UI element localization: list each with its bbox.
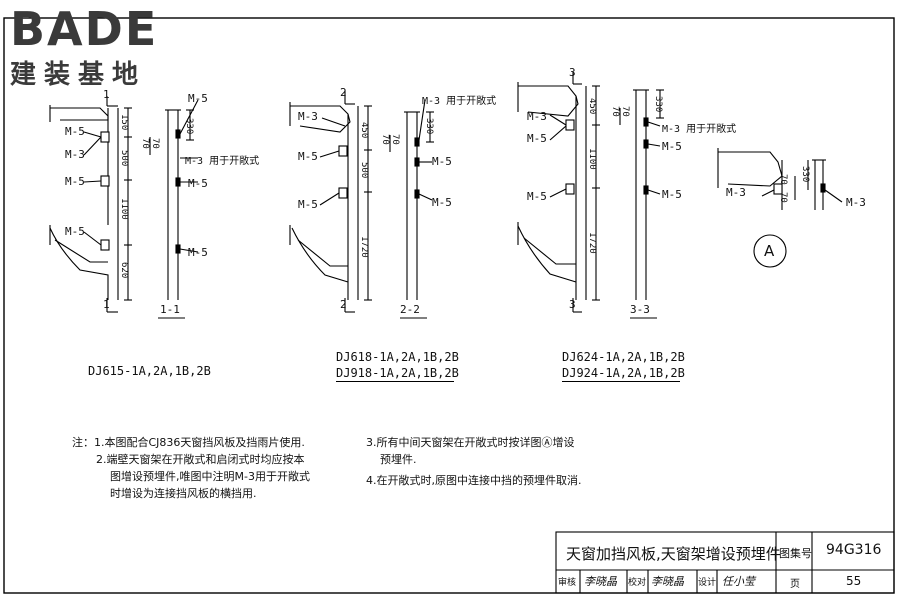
dim-value: 70 <box>778 174 788 185</box>
section-1-mark-bottom: 1 <box>103 298 110 311</box>
label-m5: M-5 <box>298 150 318 163</box>
atlas-number: 94G316 <box>826 542 882 558</box>
sheet-border <box>3 17 895 594</box>
dim-value: 330 <box>800 166 810 183</box>
note-3-line-2: 预埋件. <box>380 453 417 466</box>
label-m5: M-5 <box>188 92 208 105</box>
section-3-caption: 3-3 <box>630 303 650 316</box>
label-m5: M-5 <box>298 198 318 211</box>
dim-value: 70 <box>390 134 400 145</box>
brand-logo: BADE <box>10 2 159 56</box>
label-m3: M-3 <box>726 186 746 199</box>
label-m5: M-5 <box>65 175 85 188</box>
label-m5: M-5 <box>662 188 682 201</box>
dim-value: 450 <box>359 122 369 139</box>
section-3-mark-bottom: 3 <box>569 298 576 311</box>
note-2-line-1: 2.端壁天窗架在开敞式和启闭式时均应按本 <box>96 453 305 466</box>
section-2-mark-bottom: 2 <box>340 298 347 311</box>
dim-value: 70 <box>620 106 630 117</box>
dim-value: 330 <box>653 96 663 113</box>
review-label: 审核 <box>558 578 577 588</box>
design-signature: 任小莹 <box>722 575 755 588</box>
dim-value: 150 <box>119 114 129 131</box>
dim-value: 500 <box>119 150 129 167</box>
dim-value: 1720 <box>587 232 597 254</box>
label-m3: M-3 <box>298 110 318 123</box>
label-m3: M-3 <box>527 110 547 123</box>
label-m5: M-5 <box>527 190 547 203</box>
detail-a <box>717 148 843 268</box>
note-3-line-1: 3.所有中间天窗架在开敞式时按详图Ⓐ增设 <box>366 436 575 449</box>
label-m5: M-5 <box>432 155 452 168</box>
label-m5: M-5 <box>662 140 682 153</box>
label-m3: M-3 <box>846 196 866 209</box>
model-underline <box>336 381 454 382</box>
dim-value: 500 <box>359 162 369 179</box>
dim-value: 1100 <box>587 148 597 170</box>
dim-value: 70 <box>778 192 788 203</box>
label-m3-open: M-3 用于开敞式 <box>662 124 737 135</box>
section-1-model: DJ615-1A,2A,1B,2B <box>88 364 211 378</box>
note-1: 注：1.本图配合CJ836天窗挡风板及挡雨片使用. <box>72 436 305 449</box>
dim-value: 620 <box>119 262 129 279</box>
dim-value: 70 <box>380 134 390 145</box>
section-2-2 <box>289 91 434 319</box>
section-2-model: DJ918-1A,2A,1B,2B <box>336 366 459 380</box>
note-4: 4.在开敞式时,原图中连接中挡的预埋件取消. <box>366 474 582 487</box>
label-m5: M-5 <box>65 125 85 138</box>
atlas-label: 图集号 <box>779 547 812 560</box>
note-2-line-2: 图增设预埋件,唯图中注明M-3用于开敞式 <box>110 470 310 483</box>
dim-value: 450 <box>587 98 597 115</box>
section-2-mark-top: 2 <box>340 86 347 99</box>
label-m3-open: M-3 用于开敞式 <box>185 156 260 167</box>
note-2-line-3: 时增设为连接挡风板的横挡用. <box>110 487 257 500</box>
brand-logo-subtitle: 建装基地 <box>10 60 147 90</box>
dim-value: 70 <box>610 106 620 117</box>
section-3-model: DJ924-1A,2A,1B,2B <box>562 366 685 380</box>
detail-a-callout <box>753 234 787 268</box>
section-2-caption: 2-2 <box>400 303 420 316</box>
dim-value: 330 <box>424 118 434 135</box>
label-m3: M-3 <box>65 148 85 161</box>
section-2-model: DJ618-1A,2A,1B,2B <box>336 350 459 364</box>
detail-a-label: A <box>764 242 775 260</box>
label-m5: M-5 <box>188 177 208 190</box>
dim-value: 330 <box>184 118 194 135</box>
label-m5: M-5 <box>188 246 208 259</box>
dim-value: 70 <box>140 138 150 149</box>
section-3-3 <box>517 72 664 319</box>
label-m5: M-5 <box>432 196 452 209</box>
section-1-mark-top: 1 <box>103 88 110 101</box>
check-label: 校对 <box>628 578 647 588</box>
section-1-1 <box>49 96 199 319</box>
label-m3-open: M-3 用于开敞式 <box>422 96 497 107</box>
dim-value: 1720 <box>359 236 369 258</box>
section-1-caption: 1-1 <box>160 303 180 316</box>
title-block-frame <box>555 531 895 594</box>
label-m5: M-5 <box>65 225 85 238</box>
page-number: 55 <box>846 574 862 588</box>
label-m5: M-5 <box>527 132 547 145</box>
check-signature: 李晓晶 <box>651 575 684 588</box>
section-3-mark-top: 3 <box>569 66 576 79</box>
drawing-title: 天窗加挡风板,天窗架增设预埋件 <box>566 545 781 563</box>
dim-value: 70 <box>150 138 160 149</box>
page-label: 页 <box>790 579 800 590</box>
design-label: 设计 <box>698 578 717 588</box>
dim-value: 1100 <box>119 198 129 220</box>
section-3-model: DJ624-1A,2A,1B,2B <box>562 350 685 364</box>
model-underline <box>562 381 680 382</box>
review-signature: 李晓晶 <box>584 575 617 588</box>
